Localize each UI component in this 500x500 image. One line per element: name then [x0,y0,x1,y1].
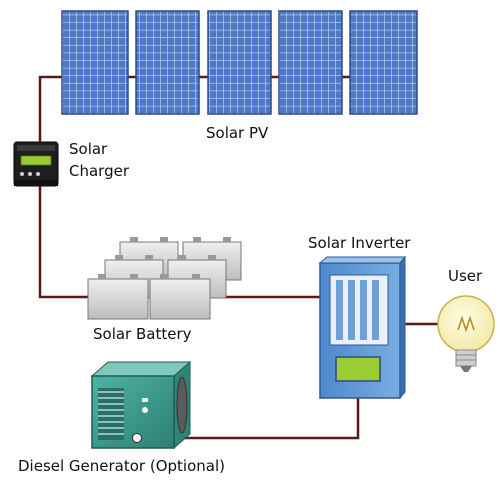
solar-charger-label-line1: Solar [69,140,108,158]
battery-icon [149,274,211,320]
battery-icon [87,274,149,320]
solar-charger-label-line2: Charger [69,162,129,180]
wire-pv-to-charger [38,75,62,142]
battery-bank [87,237,242,320]
inverter-icon [318,255,407,400]
solar-panel-icon [349,10,418,115]
solar-panel-icon [61,10,129,115]
solar-panel-icon [278,10,343,115]
wiring [38,75,438,440]
solar-panel-icon [135,10,200,115]
wire-charger-to-battery [38,186,90,299]
solar-inverter-label: Solar Inverter [308,234,411,252]
solar-pv-array [61,10,418,115]
diesel-generator-label: Diesel Generator (Optional) [18,457,225,475]
diesel-generator-icon [90,360,192,450]
wire-generator-to-inverter [140,398,360,440]
charge-controller-icon [13,141,59,187]
solar-panel-icon [207,10,272,115]
solar-pv-label: Solar PV [206,124,269,142]
light-bulb-icon [437,295,495,372]
user-label: User [448,267,483,285]
solar-battery-label: Solar Battery [93,325,192,343]
